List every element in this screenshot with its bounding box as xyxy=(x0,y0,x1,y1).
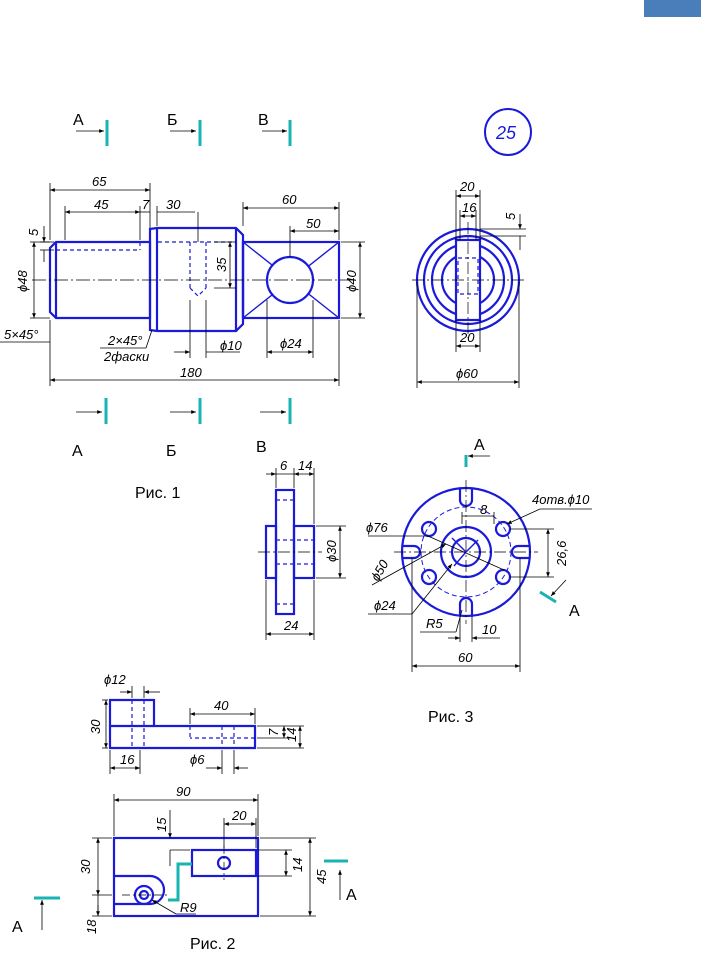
svg-text:14: 14 xyxy=(298,458,312,473)
shaft-front-view xyxy=(48,226,341,333)
section-label-a: А xyxy=(73,112,84,129)
svg-text:ϕ10: ϕ10 xyxy=(220,338,242,353)
svg-text:ϕ60: ϕ60 xyxy=(456,366,478,381)
svg-text:60: 60 xyxy=(458,650,473,665)
svg-text:5: 5 xyxy=(503,212,518,220)
svg-text:20: 20 xyxy=(459,330,475,345)
svg-text:А: А xyxy=(346,887,357,904)
svg-text:16: 16 xyxy=(120,752,135,767)
section-marker-c-top: В xyxy=(258,112,292,146)
svg-text:5: 5 xyxy=(26,228,41,236)
svg-text:ϕ24: ϕ24 xyxy=(374,598,396,613)
svg-text:А: А xyxy=(12,919,23,936)
dimensions-shaft xyxy=(0,183,365,386)
svg-text:R5: R5 xyxy=(426,616,443,631)
svg-text:ϕ24: ϕ24 xyxy=(280,336,302,351)
svg-text:R9: R9 xyxy=(180,900,197,915)
svg-text:8: 8 xyxy=(480,502,488,517)
svg-text:7: 7 xyxy=(266,728,281,736)
svg-text:ϕ12: ϕ12 xyxy=(104,672,126,687)
section-marker-a-bottom: А xyxy=(72,398,108,460)
section-marker-b-bottom: Б xyxy=(166,398,202,460)
svg-text:15: 15 xyxy=(154,817,169,832)
figure-3: 6 14 ϕ30 24 xyxy=(258,437,592,726)
svg-text:А: А xyxy=(72,443,83,460)
svg-text:60: 60 xyxy=(282,192,297,207)
svg-text:14: 14 xyxy=(284,728,299,742)
svg-text:40: 40 xyxy=(214,698,229,713)
svg-text:30: 30 xyxy=(88,719,103,734)
svg-text:35: 35 xyxy=(214,257,229,272)
svg-text:20: 20 xyxy=(459,179,475,194)
svg-text:20: 20 xyxy=(231,808,247,823)
svg-text:ϕ48: ϕ48 xyxy=(15,270,30,292)
svg-text:ϕ6: ϕ6 xyxy=(190,752,205,767)
svg-text:ϕ40: ϕ40 xyxy=(344,270,359,292)
svg-text:ϕ76: ϕ76 xyxy=(366,520,388,535)
svg-text:65: 65 xyxy=(92,174,107,189)
svg-text:2фаски: 2фаски xyxy=(103,349,149,364)
variant-circle xyxy=(484,108,532,156)
section-label-b: Б xyxy=(167,112,178,129)
svg-text:2×45°: 2×45° xyxy=(107,333,142,348)
svg-text:180: 180 xyxy=(180,365,202,380)
section-label-c: В xyxy=(258,112,269,129)
section-marker-c-bottom: В xyxy=(256,398,292,456)
figure-2-caption: Рис. 2 xyxy=(190,936,236,953)
figure-3-caption: Рис. 3 xyxy=(428,709,474,726)
figure-2: ϕ12 40 30 7 14 16 ϕ6 xyxy=(12,672,357,953)
svg-text:90: 90 xyxy=(176,784,191,799)
svg-text:30: 30 xyxy=(78,859,93,874)
svg-text:ϕ30: ϕ30 xyxy=(324,540,339,562)
svg-text:18: 18 xyxy=(84,919,99,934)
svg-text:50: 50 xyxy=(306,216,321,231)
svg-text:ϕ50: ϕ50 xyxy=(368,557,392,584)
svg-text:В: В xyxy=(256,439,267,456)
svg-text:А: А xyxy=(569,603,580,620)
svg-text:Б: Б xyxy=(166,443,177,460)
svg-text:45: 45 xyxy=(314,869,329,884)
svg-text:6: 6 xyxy=(280,458,288,473)
figure-1: А Б В 25 xyxy=(0,108,532,502)
svg-text:4отв.ϕ10: 4отв.ϕ10 xyxy=(532,492,590,507)
svg-text:А: А xyxy=(474,437,485,454)
svg-text:5×45°: 5×45° xyxy=(4,327,38,342)
svg-text:24: 24 xyxy=(283,618,298,633)
svg-text:30: 30 xyxy=(166,197,181,212)
section-marker-a-top: А xyxy=(73,112,109,146)
svg-text:14: 14 xyxy=(290,858,305,872)
dimension-texts-shaft: 65 45 7 30 60 50 5 ϕ48 35 ϕ40 5×45° 2×45… xyxy=(4,174,359,380)
svg-text:45: 45 xyxy=(94,197,109,212)
variant-number: 25 xyxy=(495,123,517,143)
svg-text:10: 10 xyxy=(482,622,497,637)
shaft-side-view: 20 16 5 20 ϕ60 xyxy=(412,179,526,388)
section-marker-b-top: Б xyxy=(167,112,202,146)
plate-top-view xyxy=(108,698,257,750)
svg-text:7: 7 xyxy=(142,197,150,212)
svg-text:26,6: 26,6 xyxy=(554,540,569,567)
svg-text:16: 16 xyxy=(462,200,477,215)
figure-1-caption: Рис. 1 xyxy=(135,485,181,502)
flange-front-view: А А 4отв.ϕ10 8 ϕ76 26,6 ϕ50 ϕ24 R5 10 60 xyxy=(366,437,592,672)
page-tab-marker xyxy=(644,0,701,17)
